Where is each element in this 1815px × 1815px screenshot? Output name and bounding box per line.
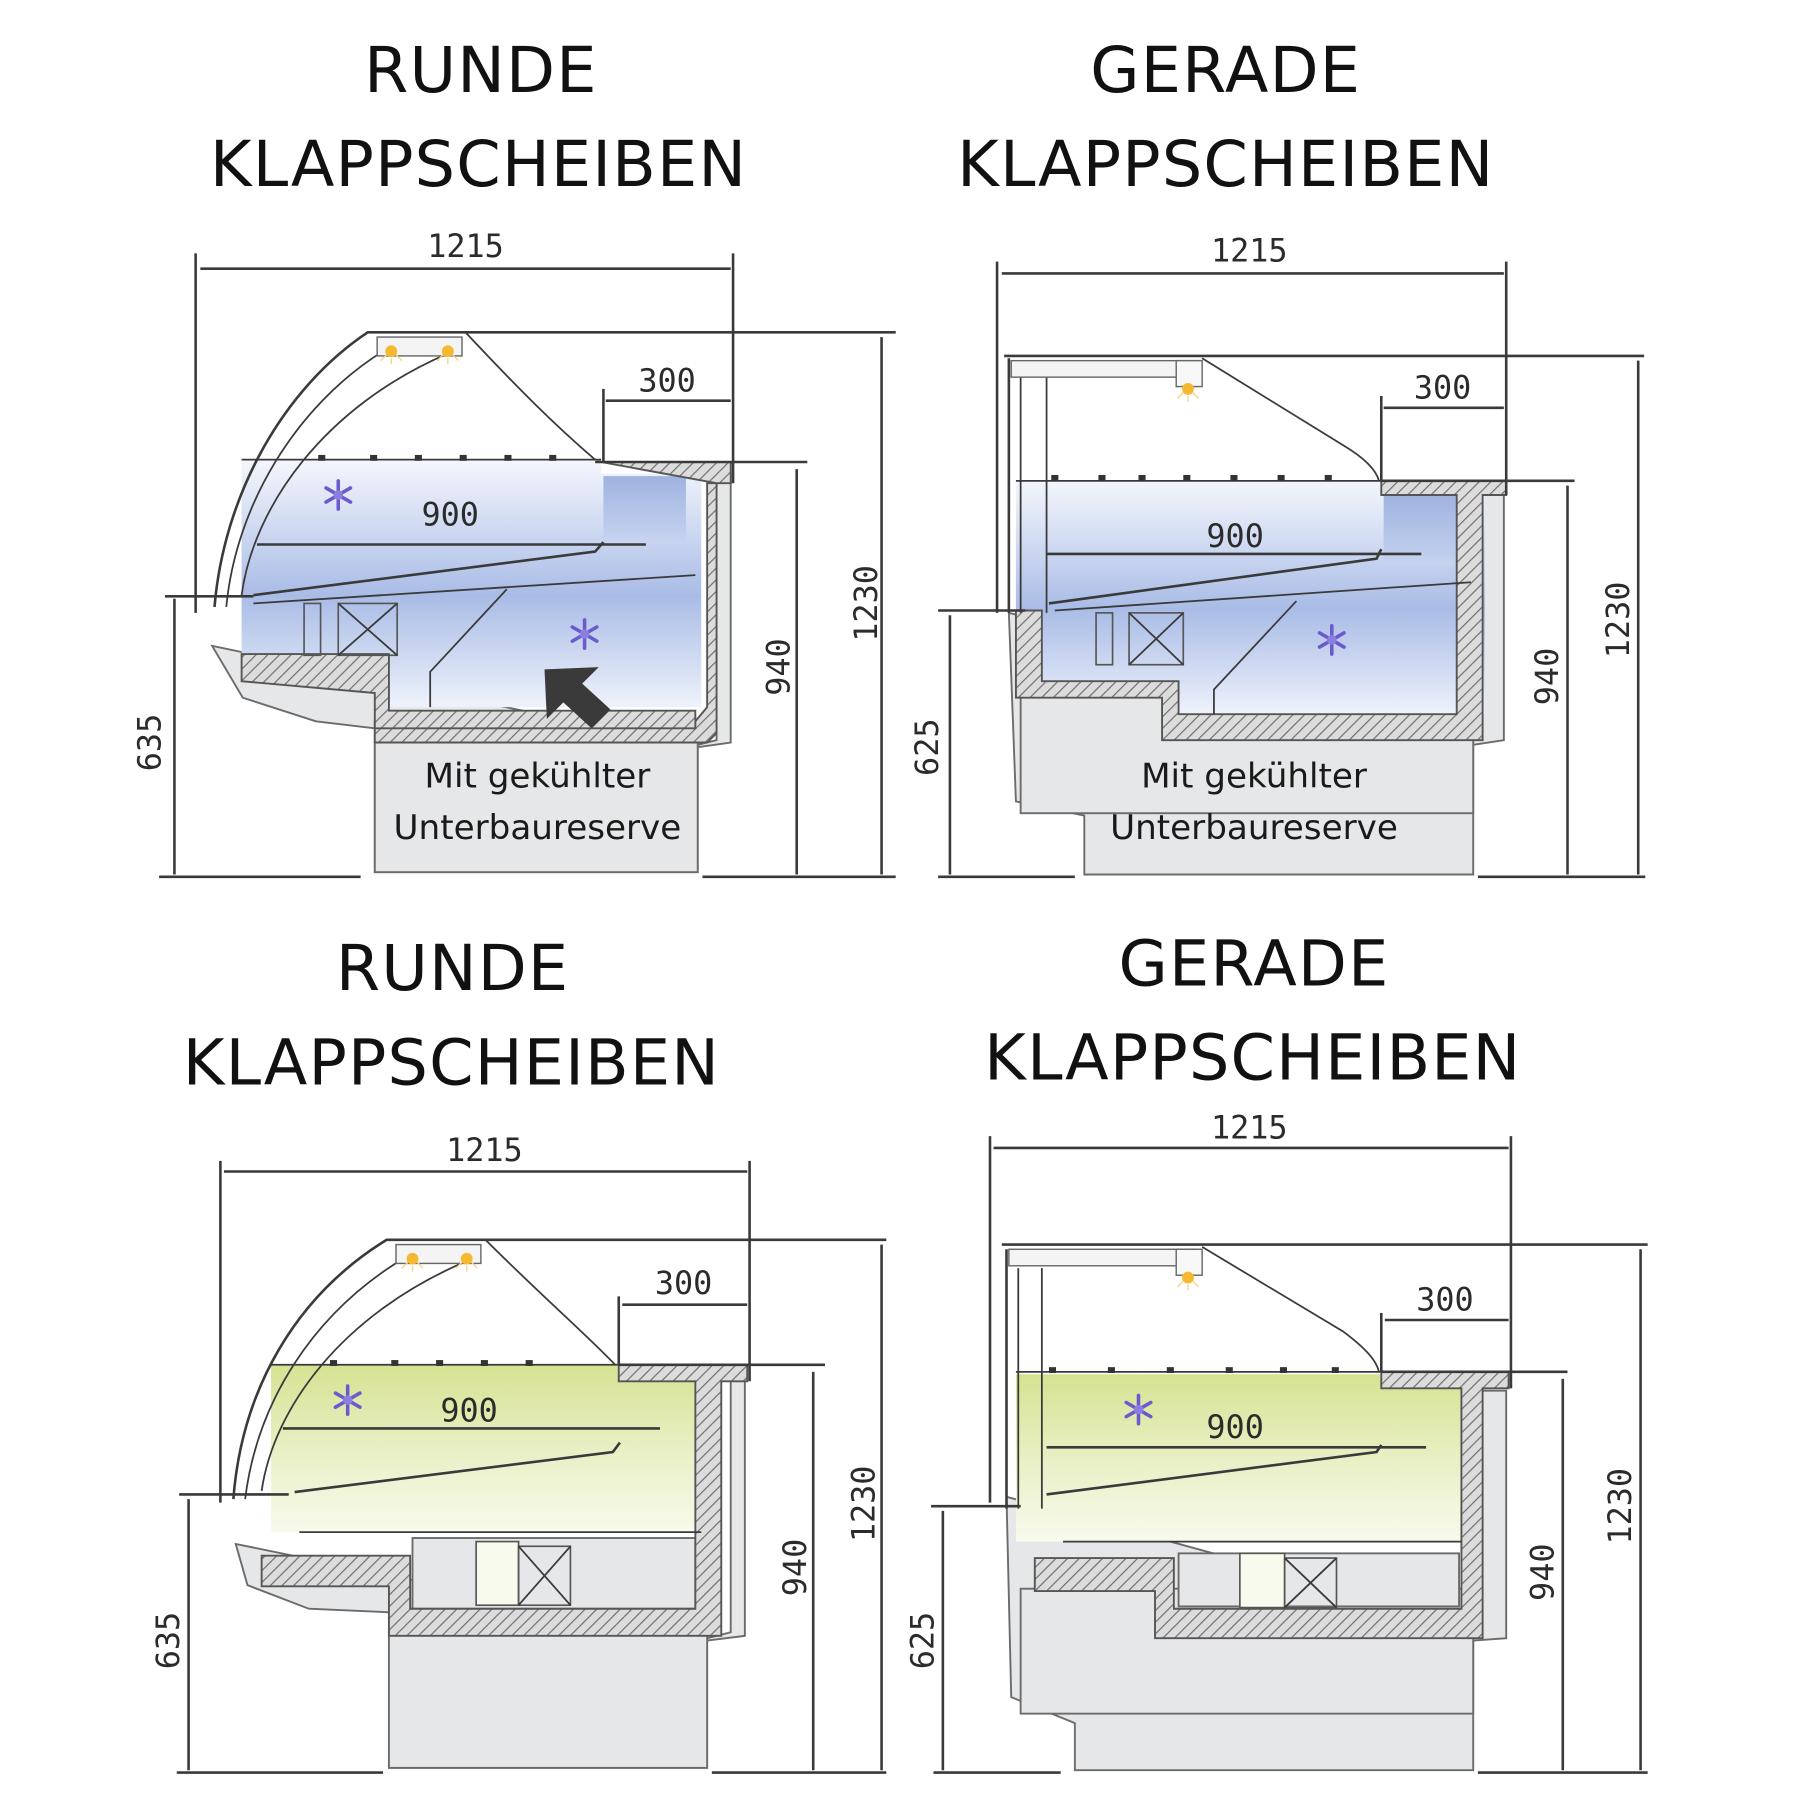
cooled-display-area <box>1015 1374 1462 1542</box>
dim-depth-top: 300 <box>655 1264 712 1302</box>
title-line1: RUNDE <box>336 932 569 1006</box>
evaporator-cross <box>1284 1557 1338 1609</box>
display-shelf <box>1048 548 1383 605</box>
title-line2: KLAPPSCHEIBEN <box>957 128 1494 202</box>
rear-glass-slope <box>1201 357 1380 482</box>
dim-display: 900 <box>1206 1408 1263 1446</box>
dim-front-height: 635 <box>130 714 168 771</box>
dim-front-height: 625 <box>908 718 946 775</box>
rear-glass-curve <box>484 1239 616 1366</box>
insulation-hatched-floor <box>240 653 697 730</box>
fan-box <box>1095 612 1114 666</box>
dimension-lines <box>159 253 896 879</box>
curved-glass-outer <box>213 331 466 608</box>
light-bar <box>1010 359 1201 378</box>
dimension-lines <box>938 261 1646 879</box>
dim-display: 900 <box>421 496 478 534</box>
fan-box <box>475 1540 520 1607</box>
dim-width: 1215 <box>1211 232 1288 270</box>
light-bar <box>1008 1248 1199 1267</box>
base-storage <box>387 1631 709 1769</box>
rear-compartment <box>603 476 686 541</box>
dimension-lines <box>176 1160 887 1774</box>
dim-width: 1215 <box>1211 1109 1288 1147</box>
dim-counter-height: 940 <box>760 638 798 695</box>
title-line1: GERADE <box>1090 34 1361 108</box>
title-line1: GERADE <box>1119 927 1390 1001</box>
curved-glass-inner <box>244 1257 404 1500</box>
evaporator-cross <box>517 1545 572 1606</box>
airflow-duct <box>429 588 508 708</box>
curved-glass-outer <box>232 1238 486 1500</box>
lamp-housing <box>1175 359 1203 388</box>
title-top-left: RUNDE KLAPPSCHEIBEN <box>210 34 747 202</box>
annotation-line1: Mit gekühlter <box>424 756 651 796</box>
annotation-line2: Unterbaureserve <box>394 808 682 848</box>
rail-studs <box>330 1360 533 1366</box>
shelf-lower-edge <box>253 574 696 605</box>
rear-glass-curve <box>464 331 596 461</box>
fan-box <box>303 602 322 657</box>
display-shelf <box>294 1441 621 1494</box>
dim-counter-height: 940 <box>1528 648 1566 705</box>
title-line2: KLAPPSCHEIBEN <box>984 1022 1521 1096</box>
lamp-housing <box>1175 1248 1203 1276</box>
shelf-lower-edge <box>1054 581 1471 612</box>
title-line2: KLAPPSCHEIBEN <box>210 128 747 202</box>
dim-total-height: 1230 <box>847 565 885 642</box>
rear-glass-slope <box>1201 1246 1380 1373</box>
insulation-hatched <box>1033 1370 1510 1640</box>
airflow-duct <box>1213 600 1298 715</box>
dimension-lines <box>931 1136 1648 1774</box>
dim-width: 1215 <box>427 227 504 265</box>
dim-total-height: 1230 <box>1601 1468 1639 1545</box>
evaporator-box <box>517 1545 572 1607</box>
dim-counter-height: 940 <box>776 1539 814 1596</box>
dim-depth-top: 300 <box>1414 368 1471 406</box>
diagram-straight-green: 1215 300 900 1230 940 625 <box>903 1109 1648 1774</box>
annotation-line2: Unterbaureserve <box>1110 808 1398 848</box>
arrow-up-left-icon <box>544 667 611 729</box>
diagram-straight-blue: Mit gekühlter Unterbaureserve 1215 300 9… <box>908 232 1646 879</box>
curved-glass-inner <box>225 350 384 608</box>
annotation-line1: Mit gekühlter <box>1141 756 1368 796</box>
dim-total-height: 1230 <box>845 1466 883 1543</box>
rail-studs <box>318 454 557 461</box>
dim-front-height: 625 <box>903 1612 941 1669</box>
title-bottom-left: RUNDE KLAPPSCHEIBEN <box>183 932 720 1100</box>
insulation-hatched <box>260 1363 749 1637</box>
dim-total-height: 1230 <box>1599 582 1637 659</box>
rail-studs <box>1051 474 1332 481</box>
lower-compartment <box>411 1537 697 1610</box>
evaporator-cross <box>337 602 398 656</box>
title-line2: KLAPPSCHEIBEN <box>183 1026 720 1100</box>
dim-display: 900 <box>440 1391 497 1429</box>
glass-reflection <box>240 352 449 596</box>
diagram-round-blue: Mit gekühlter Unterbaureserve 1215 300 9… <box>130 227 896 879</box>
fan-box <box>1239 1552 1286 1609</box>
dim-width: 1215 <box>446 1131 523 1169</box>
dim-depth-top: 300 <box>1416 1281 1473 1319</box>
diagram-round-green: 1215 300 900 1230 940 635 <box>149 1131 887 1774</box>
dim-counter-height: 940 <box>1523 1543 1561 1600</box>
lower-compartment <box>1177 1552 1461 1608</box>
evaporator-cross <box>1128 612 1184 666</box>
title-top-right: GERADE KLAPPSCHEIBEN <box>957 34 1494 202</box>
rail-studs <box>1048 1367 1339 1374</box>
title-bottom-right: GERADE KLAPPSCHEIBEN <box>984 927 1521 1096</box>
evaporator-box <box>1128 612 1185 666</box>
dim-depth-top: 300 <box>638 361 695 399</box>
title-line1: RUNDE <box>364 34 597 108</box>
cooled-display-area <box>271 1364 702 1533</box>
dim-display: 900 <box>1206 517 1263 555</box>
evaporator-box <box>337 602 399 657</box>
evaporator-box <box>1283 1557 1338 1609</box>
dim-front-height: 635 <box>149 1612 187 1669</box>
light-bar <box>376 336 463 357</box>
